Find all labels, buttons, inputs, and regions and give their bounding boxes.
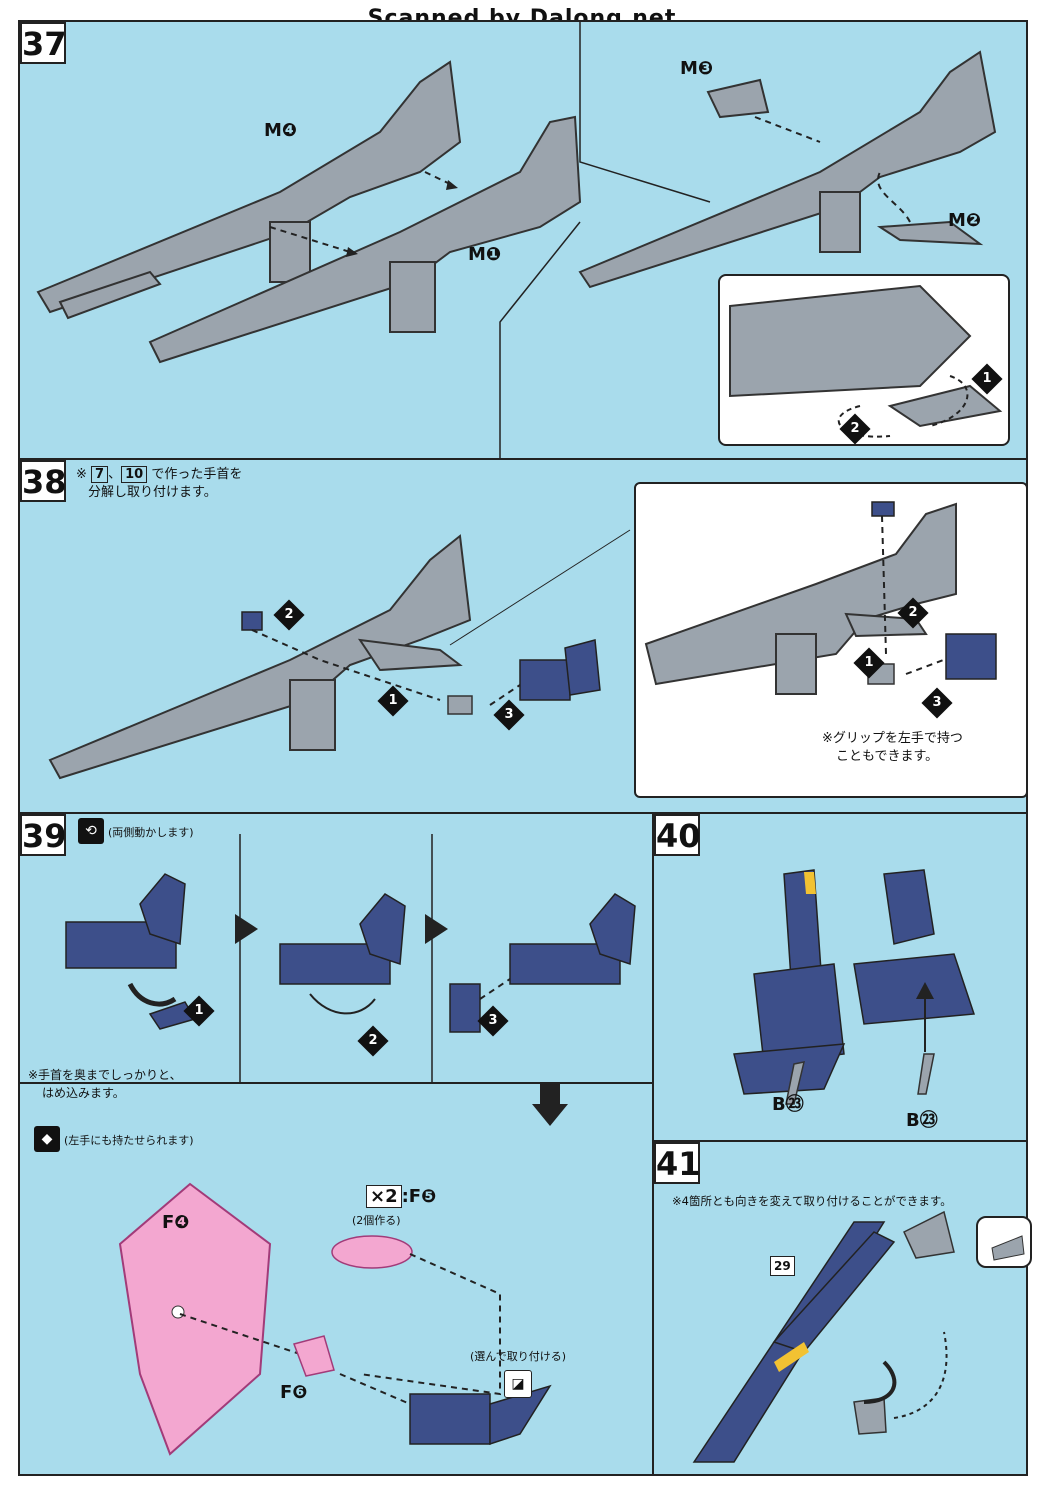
step-38-detail-inset: 2 1 3 ※グリップを左手で持つ こともできます。 — [634, 482, 1028, 798]
instruction-page: 37 M❹ M❶ — [18, 20, 1032, 1476]
step-number-41: 41 — [654, 1142, 701, 1184]
part-ref-29: 29 — [770, 1256, 795, 1276]
part-label-f4: F❹ — [162, 1212, 190, 1233]
part-label-m3: M❸ — [680, 58, 714, 79]
step-39-hint: (両側動かします) — [108, 826, 194, 839]
choose-attach-note: (選んで取り付ける) — [470, 1350, 567, 1363]
rifle-grip-illustration — [48, 529, 631, 780]
divider-40-41 — [652, 1140, 1026, 1142]
part-label-f6: F❻ — [280, 1382, 308, 1403]
divider-37-38 — [20, 458, 1026, 460]
inset38-marker-2: 2 — [897, 597, 929, 629]
step38-marker-3: 3 — [493, 699, 525, 731]
step39-marker-1: 1 — [183, 995, 215, 1027]
divider-38-39 — [20, 812, 1026, 814]
count-x2: ×2 — [366, 1185, 402, 1208]
step-37-detail-inset: 1 2 — [718, 274, 1010, 446]
step-39-note: ※手首を奥までしっかりと、 はめ込みます。 — [28, 1068, 182, 1100]
thruster-detail-inset — [976, 1216, 1032, 1268]
make-two-note: (2個作る) — [352, 1214, 401, 1227]
step39-marker-3: 3 — [477, 1005, 509, 1037]
inset38-note: ※グリップを左手で持つ こともできます。 — [822, 731, 963, 764]
ref-step-7: 7 — [91, 466, 109, 483]
step-38-panel: 38 ※ 7、10 で作った手首を 分解し取り付けます。 2 1 3 — [20, 460, 1028, 812]
leg-illustration — [733, 869, 976, 1105]
step-number-38: 38 — [20, 460, 67, 502]
step-38-note: ※ 7、10 で作った手首を 分解し取り付けます。 — [76, 466, 243, 500]
choose-option-icon: ◪ — [504, 1370, 532, 1398]
part-label-m4: M❹ — [264, 120, 298, 141]
inset38-marker-3: 3 — [921, 687, 953, 719]
part-count-f5: ×2:F❺ — [366, 1185, 437, 1208]
hand-assembly-illustration — [65, 834, 636, 1126]
part-label-m2: M❷ — [948, 210, 982, 231]
step-39-panel: 39 ⟲ (両側動かします) — [20, 814, 652, 1476]
left-hand-swap-icon: ◆ — [34, 1126, 60, 1152]
step-40-panel: 40 B㉓ B㉓ — [654, 814, 1026, 1140]
part-label-b23-left: B㉓ — [772, 1094, 804, 1115]
rotate-both-sides-icon: ⟲ — [78, 818, 104, 844]
part-label-f5: :F❺ — [401, 1186, 437, 1207]
step-41-panel: 41 ※4箇所とも向きを変えて取り付けることができます。 29 — [654, 1142, 1032, 1476]
step-number-37: 37 — [20, 22, 67, 64]
backpack-thruster-illustration — [692, 1210, 955, 1463]
ref-step-10: 10 — [121, 466, 148, 483]
step-number-40: 40 — [654, 814, 701, 856]
left-hand-hint: (左手にも持たせられます) — [64, 1134, 194, 1147]
effect-parts-illustration — [118, 1182, 552, 1456]
part-label-b23-right: B㉓ — [906, 1110, 938, 1131]
inset37-marker-2: 2 — [839, 413, 871, 445]
divider-39-40 — [652, 812, 654, 1474]
step-37-inner-divider — [499, 22, 711, 458]
rifle-part-m3-m2-illustration — [578, 50, 997, 289]
inset37-marker-1: 1 — [971, 363, 1003, 395]
part-label-m1: M❶ — [468, 244, 502, 265]
rifle-part-m4-illustration — [36, 60, 582, 364]
step39-marker-2: 2 — [357, 1025, 389, 1057]
step38-marker-1: 1 — [377, 685, 409, 717]
detail-grip-illustration — [644, 501, 997, 695]
step38-marker-2: 2 — [273, 599, 305, 631]
detail-slot-illustration — [729, 284, 1003, 438]
divider-39-sub — [20, 1082, 652, 1084]
step-37-panel: 37 M❹ M❶ — [20, 22, 1026, 458]
thruster-detail-illustration — [991, 1235, 1025, 1261]
step-number-39: 39 — [20, 814, 67, 856]
inset38-marker-1: 1 — [853, 647, 885, 679]
step-41-note: ※4箇所とも向きを変えて取り付けることができます。 — [672, 1194, 952, 1208]
